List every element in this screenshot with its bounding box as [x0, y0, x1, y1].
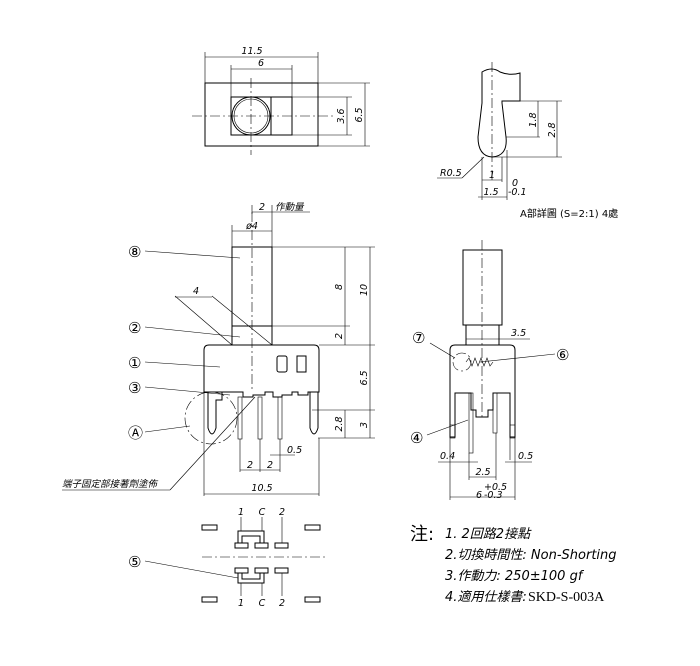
dim-0-4: 0.4 [440, 451, 455, 462]
tol-upper: 0 [512, 178, 518, 189]
callout-2: ② [128, 319, 141, 337]
dim-6: 6 [476, 490, 482, 501]
pin-label-c-bottom: C [259, 598, 266, 609]
side-view: 3.5 0.4 0.5 2.5 6 +0.5 -0.3 ⑦ ⑥ ④ [410, 240, 569, 501]
note-4-value: SKD-S-003A [528, 590, 605, 605]
adhesive-note: 端子固定部接著劑塗佈 [62, 478, 159, 490]
dim-0-5: 0.5 [287, 445, 302, 456]
note-4-prefix: 4.適用仕樣書: [445, 590, 527, 605]
tol-upper: +0.5 [484, 482, 507, 493]
detail-a: 1.8 2.8 R0.5 1 1.5 0 -0.1 A部詳圖 (S=2:1) 4… [437, 62, 618, 220]
note-3: 3.作動力: 250±100 gf [445, 569, 585, 584]
dim-1: 1 [489, 170, 495, 181]
dim-2: 2 [334, 333, 345, 339]
pin-label-2: 2 [279, 507, 285, 518]
dim-3: 3 [359, 422, 370, 428]
dim-3-5: 3.5 [511, 328, 526, 339]
dim-pitch-1: 2 [247, 460, 253, 471]
tol-lower: -0.3 [484, 490, 503, 501]
pin-label-c: C [259, 507, 266, 518]
front-view: 2 作動量 ø4 4 8 10 2 6.5 2.8 3 0.5 2 2 10.5… [62, 202, 375, 496]
dim-10-5: 10.5 [251, 483, 272, 494]
callout-8: ⑧ [128, 243, 141, 261]
dim-diameter: ø4 [245, 221, 258, 232]
dim-2-5: 2.5 [475, 467, 490, 478]
travel-label: 作動量 [275, 202, 305, 213]
callout-7: ⑦ [412, 329, 425, 347]
dim-6-5: 6.5 [359, 370, 370, 385]
dim-travel: 2 [259, 202, 265, 213]
note-2: 2.切換時間性: Non-Shorting [445, 548, 617, 563]
dim-total-height: 6.5 [354, 107, 365, 122]
dim-total-width: 11.5 [241, 46, 262, 57]
dim-1-8: 1.8 [528, 112, 539, 127]
pin-label-1-bottom: 1 [238, 598, 244, 609]
notes-heading: 注: [410, 524, 434, 545]
callout-4: ④ [410, 429, 423, 447]
dim-slot-height: 3.6 [336, 108, 347, 123]
callout-3: ③ [128, 379, 141, 397]
detail-caption: A部詳圖 (S=2:1) 4處 [520, 207, 618, 220]
footprint: 1 C 2 1 C 2 ⑤ [128, 507, 325, 609]
dim-2-8: 2.8 [334, 416, 345, 431]
note-1: 1. 2回路2接點 [445, 527, 532, 542]
dim-8: 8 [334, 284, 345, 290]
callout-6: ⑥ [556, 346, 569, 364]
dim-2-8: 2.8 [547, 122, 558, 137]
pin-label-2-bottom: 2 [279, 598, 285, 609]
callout-1: ① [128, 354, 141, 372]
dim-radius: R0.5 [440, 168, 462, 179]
top-view: 11.5 6 3.6 6.5 [192, 46, 370, 155]
callout-5: ⑤ [128, 553, 141, 571]
tol-lower: -0.1 [508, 187, 527, 198]
notes: 注: 1. 2回路2接點 2.切換時間性: Non-Shorting 3.作動力… [410, 524, 617, 605]
dim-4: 4 [193, 286, 199, 297]
dim-slot-width: 6 [258, 58, 264, 69]
dim-0-5: 0.5 [518, 451, 533, 462]
dim-pitch-2: 2 [267, 460, 273, 471]
callout-a: Ⓐ [128, 424, 143, 442]
dim-10: 10 [359, 284, 370, 296]
dim-1-5: 1.5 [483, 187, 498, 198]
pin-label-1: 1 [238, 507, 244, 518]
